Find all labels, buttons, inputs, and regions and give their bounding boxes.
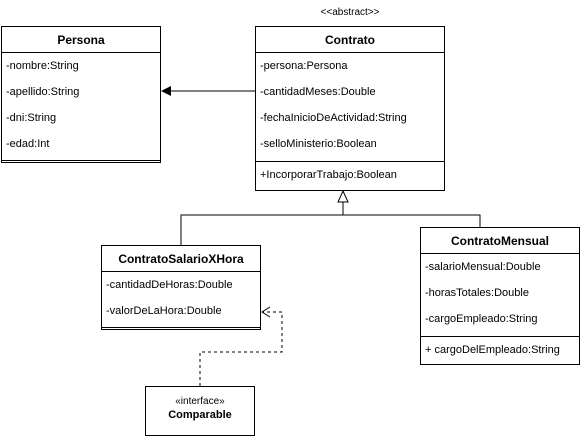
attribute: -salarioMensual:Double: [425, 261, 541, 273]
attribute: -horasTotales:Double: [425, 287, 529, 299]
attribute: -fechaInicioDeActividad:String: [260, 112, 407, 124]
stereotype-interface: «interface»: [175, 396, 225, 407]
generalization-edges: [180, 202, 481, 245]
compartment-divider: [102, 327, 260, 328]
realization-comparable: [199, 311, 283, 386]
attribute: -persona:Persona: [260, 60, 348, 72]
attribute: -valorDeLaHora:Double: [106, 305, 222, 317]
class-name: ContratoMensual: [421, 228, 579, 254]
attribute: -dni:String: [6, 112, 57, 124]
attribute: -edad:Int: [6, 138, 50, 150]
interface-name: Comparable: [168, 409, 232, 421]
operation: +IncorporarTrabajo:Boolean: [260, 169, 397, 181]
compartment-divider: [2, 160, 160, 161]
class-contrato[interactable]: Contrato -persona:Persona -cantidadMeses…: [255, 26, 445, 191]
class-persona[interactable]: Persona -nombre:String -apellido:String …: [1, 26, 161, 163]
generalization-triangle-head: [337, 189, 349, 203]
attribute: -apellido:String: [6, 86, 80, 98]
attribute: -cargoEmpleado:String: [425, 313, 538, 325]
attribute: -nombre:String: [6, 60, 79, 72]
compartment-divider: [256, 161, 444, 162]
class-name: Persona: [2, 27, 160, 53]
class-contrato-salario-x-hora[interactable]: ContratoSalarioXHora -cantidadDeHoras:Do…: [101, 245, 261, 330]
operation: + cargoDelEmpleado:String: [425, 344, 560, 356]
class-name: Contrato: [256, 27, 444, 53]
interface-comparable[interactable]: «interface» Comparable: [145, 386, 255, 436]
attribute: -cantidadMeses:Double: [260, 86, 376, 98]
compartment-divider: [421, 336, 579, 337]
realization-arrow-head: [261, 306, 271, 318]
attribute: -cantidadDeHoras:Double: [106, 279, 233, 291]
generalization-mensual: [343, 214, 481, 227]
attribute: -selloMinisterio:Boolean: [260, 138, 377, 150]
class-contrato-mensual[interactable]: ContratoMensual -salarioMensual:Double -…: [420, 227, 580, 365]
generalization-salarioxhora: [180, 214, 343, 245]
class-name: ContratoSalarioXHora: [102, 246, 260, 272]
stereotype-abstract: <<abstract>>: [320, 7, 380, 18]
